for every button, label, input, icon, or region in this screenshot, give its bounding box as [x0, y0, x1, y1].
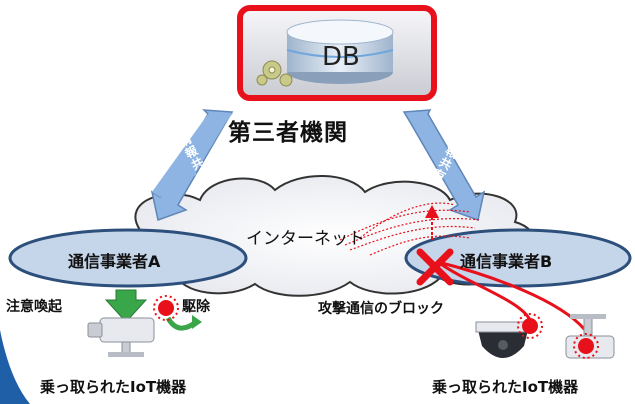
alert-down-arrow-icon [104, 289, 148, 323]
carrier-a-ellipse [8, 228, 248, 288]
block-x-icon [416, 248, 454, 286]
virus-icon-left [153, 295, 179, 321]
remove-label: 駆除 [182, 299, 210, 315]
internet-label: インターネット [246, 229, 365, 249]
carrier-b-label: 通信事業者B [460, 252, 553, 271]
database-icon [286, 19, 394, 84]
attack-traffic-lines [339, 202, 481, 256]
block-label: 攻撃通信のブロック [318, 301, 444, 317]
dome-camera-icon [475, 321, 531, 358]
carrier-b-ellipse [404, 228, 632, 288]
remove-curve-arrow-icon [165, 315, 202, 331]
iot-left-caption: 乗っ取られたIoT機器 [40, 378, 187, 396]
gear-icon [256, 60, 293, 87]
info-share-arrow-left [150, 109, 234, 221]
iot-right-caption: 乗っ取られたIoT機器 [432, 378, 579, 396]
third-party-title: 第三者機関 [228, 120, 348, 146]
db-label: DB [322, 42, 360, 72]
camera-icon-left [87, 317, 155, 357]
edge-decoration [0, 330, 30, 404]
virus-icon-right-1 [517, 313, 543, 339]
virus-icon-right-2 [573, 333, 599, 359]
alert-label: 注意喚起 [6, 299, 62, 315]
carrier-a-label: 通信事業者A [68, 252, 161, 271]
info-share-arrow-right [402, 109, 486, 221]
attack-arrow-head [425, 205, 439, 218]
db-box [237, 5, 437, 101]
attack-lines [437, 260, 587, 331]
